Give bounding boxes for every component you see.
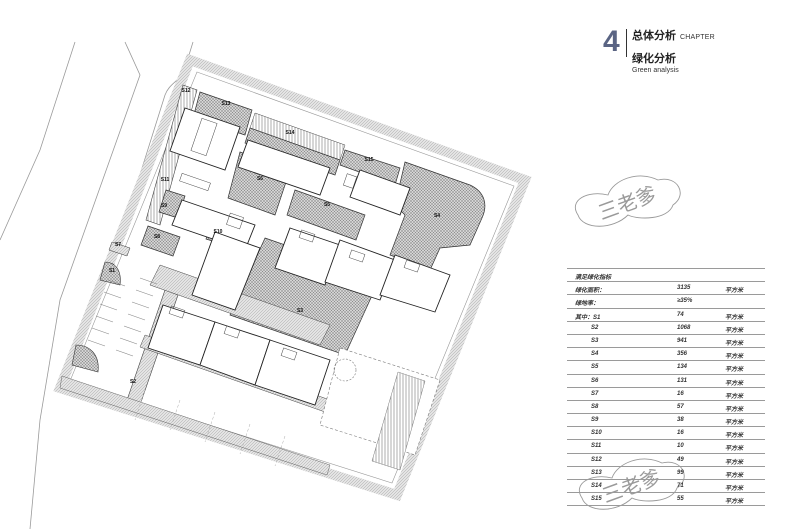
- row-unit: 平方米: [725, 393, 744, 400]
- row-value: 99: [677, 469, 684, 476]
- chapter-number: 4: [603, 25, 620, 58]
- row-value: 38: [677, 417, 684, 424]
- row-value: ≥35%: [677, 298, 693, 305]
- row-unit: 平方米: [725, 472, 744, 479]
- row-label: S3: [591, 337, 599, 344]
- row-unit: 平方米: [725, 314, 744, 321]
- section-title: 绿化分析: [632, 53, 676, 65]
- label-s10: S10: [214, 229, 223, 235]
- row-value: 55: [677, 496, 684, 503]
- row-label: S4: [591, 351, 599, 358]
- label-s15: S15: [365, 157, 374, 163]
- table-title-row: 满足绿化指标: [567, 268, 765, 283]
- row-label: S13: [591, 469, 602, 476]
- row-unit: 平方米: [725, 499, 744, 506]
- row-label: S7: [591, 390, 599, 397]
- row-label: S8: [591, 403, 599, 410]
- row-value: 16: [677, 390, 684, 397]
- row-unit: 平方米: [725, 354, 744, 361]
- row-unit: 平方米: [725, 446, 744, 453]
- site-plan: S1 S2 S3 S4 S5 S6 S7 S8 S9 S10 S11 S12 S…: [0, 41, 532, 529]
- label-s9: S9: [161, 203, 167, 209]
- table-row: S3 941 平方米: [567, 335, 765, 349]
- table-row: S9 38 平方米: [567, 414, 765, 428]
- table-row: 其中：S1 74 平方米: [567, 309, 765, 322]
- row-unit: 平方米: [725, 340, 744, 347]
- row-unit: 平方米: [725, 406, 744, 413]
- label-s6: S6: [257, 176, 263, 182]
- label-s11: S11: [161, 177, 170, 183]
- table-title: 满足绿化指标: [575, 275, 612, 281]
- label-s14: S14: [286, 130, 295, 136]
- row-label: S12: [591, 456, 602, 463]
- watermark-stamp-bottom: 三老爹: [579, 458, 685, 510]
- row-unit: 平方米: [725, 367, 744, 374]
- row-value: 131: [677, 377, 688, 384]
- label-s3: S3: [297, 308, 303, 314]
- row-unit: 平方米: [725, 486, 744, 492]
- row-unit: 平方米: [725, 420, 744, 427]
- table-row: S6 131 平方米: [567, 375, 765, 388]
- table-row: 绿化面积： 3135 平方米: [567, 282, 765, 296]
- row-label: S15: [591, 496, 602, 503]
- chapter-label-en: CHAPTER: [680, 34, 715, 41]
- label-s7: S7: [115, 242, 121, 248]
- row-value: 134: [677, 364, 688, 371]
- table-row: 绿地率： ≥35%: [567, 295, 765, 309]
- table-row: S4 356 平方米: [567, 348, 765, 362]
- section-subtitle: Green analysis: [632, 67, 679, 74]
- table-row: S15 55 平方米: [567, 493, 765, 507]
- table-row: S12 49 平方米: [567, 454, 765, 467]
- label-s2: S2: [130, 379, 136, 385]
- row-label: S9: [591, 417, 599, 424]
- table-row: S5 134 平方米: [567, 361, 765, 375]
- row-unit: 平方米: [725, 327, 744, 334]
- row-unit: 平方米: [725, 459, 744, 466]
- label-s5: S5: [324, 202, 330, 208]
- table-row: S13 99 平方米: [567, 467, 765, 480]
- row-label: S2: [591, 324, 599, 331]
- chapter-divider: [626, 29, 627, 57]
- row-label: S10: [591, 430, 602, 437]
- row-value: 1068: [677, 324, 691, 331]
- row-value: 16: [677, 430, 684, 437]
- label-s1: S1: [109, 268, 115, 274]
- table-row: S11 10 平方米: [567, 440, 765, 454]
- row-label: S5: [591, 364, 599, 371]
- label-s12: S12: [182, 88, 191, 94]
- row-unit: 平方米: [725, 380, 744, 387]
- row-label: S11: [591, 443, 602, 450]
- table-row: S2 1068 平方米: [567, 322, 765, 335]
- row-value: 356: [677, 351, 688, 358]
- label-s13: S13: [222, 101, 231, 107]
- chapter-title-cn: 总体分析: [632, 30, 676, 42]
- table-row: S10 16 平方米: [567, 427, 765, 441]
- row-label: 绿化面积：: [575, 288, 606, 295]
- label-s4: S4: [434, 213, 440, 219]
- table-row: S8 57 平方米: [567, 401, 765, 415]
- chapter-header: 4 总体分析 CHAPTER 绿化分析 Green analysis: [603, 27, 783, 87]
- row-unit: 平方米: [725, 288, 744, 295]
- row-value: 74: [677, 311, 684, 318]
- row-label: S14: [591, 483, 602, 489]
- row-value: 10: [677, 443, 684, 450]
- label-s8: S8: [154, 234, 160, 240]
- watermark-stamp: 三老爹: [575, 175, 681, 227]
- row-value: 3135: [677, 285, 691, 292]
- row-unit: 平方米: [725, 433, 744, 440]
- chapter-title: 总体分析 CHAPTER: [632, 27, 715, 43]
- building-blocks: [147, 107, 451, 406]
- row-label: 绿地率：: [575, 301, 600, 308]
- row-label: S6: [591, 377, 599, 384]
- row-value: 49: [677, 456, 684, 463]
- row-value: 71: [677, 483, 684, 489]
- table-row: S7 16 平方米: [567, 388, 765, 401]
- row-label: 其中：S1: [575, 314, 601, 321]
- row-value: 941: [677, 337, 688, 344]
- table-row: S14 71 平方米: [567, 480, 765, 494]
- row-value: 57: [677, 403, 684, 410]
